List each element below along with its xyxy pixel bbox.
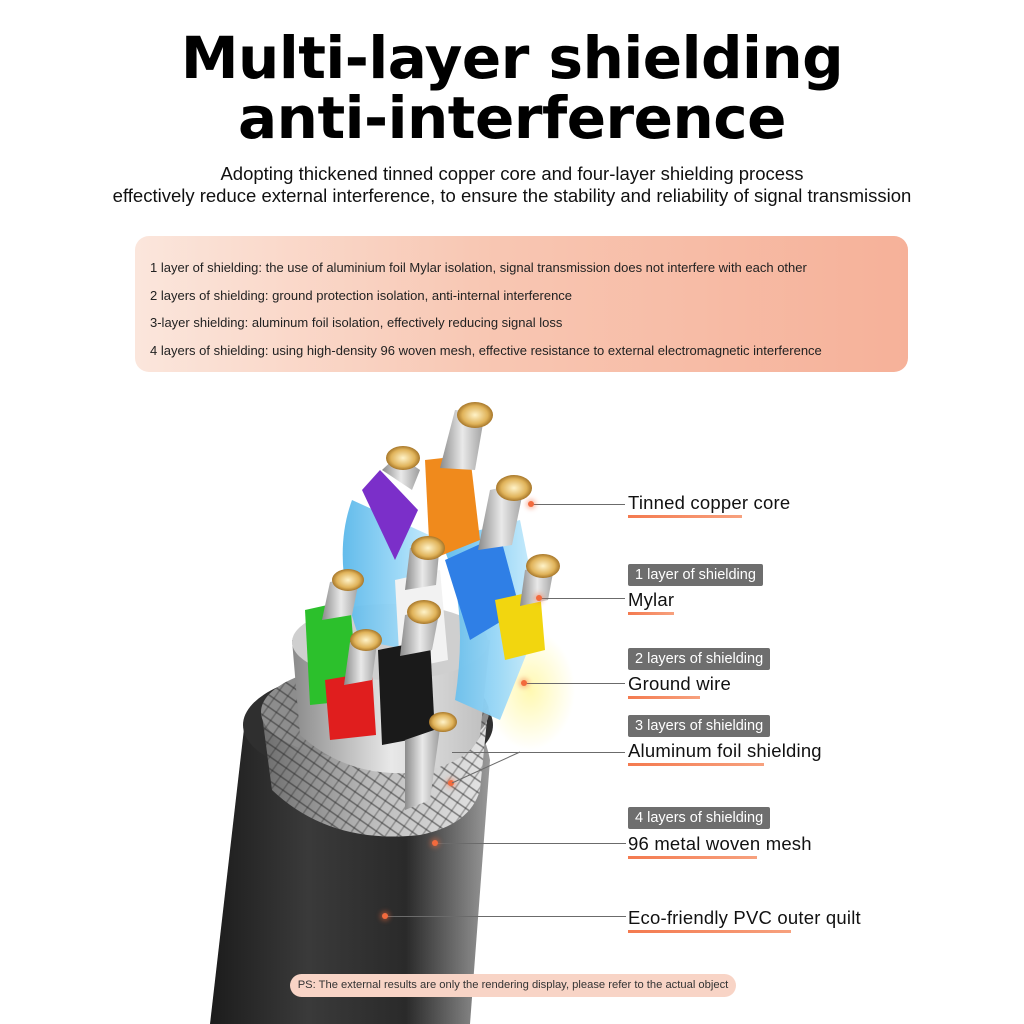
dot-mylar bbox=[536, 595, 542, 601]
info-line-layer-2: 2 layers of shielding: ground protection… bbox=[150, 287, 573, 303]
dot-ground bbox=[521, 680, 527, 686]
shielding-info-box: 1 layer of shielding: the use of alumini… bbox=[135, 236, 908, 372]
callout-aluminum-foil: Aluminum foil shielding bbox=[628, 740, 822, 766]
tag-layer-1: 1 layer of shielding bbox=[628, 564, 763, 586]
dot-core bbox=[528, 501, 534, 507]
callout-mylar-text: Mylar bbox=[628, 589, 675, 610]
callout-underline bbox=[628, 763, 764, 766]
leader-outer bbox=[386, 916, 626, 917]
disclaimer-note: PS: The external results are only the re… bbox=[290, 974, 736, 997]
callout-woven-mesh-text: 96 metal woven mesh bbox=[628, 833, 812, 854]
callout-ground-wire: Ground wire bbox=[628, 673, 731, 699]
wire-ground-bare bbox=[405, 712, 457, 810]
wire-orange bbox=[425, 402, 493, 560]
callout-underline bbox=[628, 856, 757, 859]
callout-aluminum-foil-text: Aluminum foil shielding bbox=[628, 740, 822, 761]
subtitle-line-2: effectively reduce external interference… bbox=[112, 185, 912, 206]
dot-outer bbox=[382, 913, 388, 919]
wire-purple bbox=[362, 446, 420, 560]
callout-woven-mesh: 96 metal woven mesh bbox=[628, 833, 812, 859]
info-line-layer-4: 4 layers of shielding: using high-densit… bbox=[150, 342, 822, 358]
tag-layer-2: 2 layers of shielding bbox=[628, 648, 771, 670]
callout-tinned-copper-core: Tinned copper core bbox=[628, 492, 790, 518]
page-title-line-1: Multi-layer shielding bbox=[180, 24, 844, 92]
wire-red bbox=[325, 629, 382, 740]
page-title-line-2: anti-interference bbox=[238, 84, 786, 152]
leader-foil bbox=[452, 752, 625, 753]
callout-underline bbox=[628, 696, 701, 699]
leader-core bbox=[533, 504, 625, 505]
callout-ground-wire-text: Ground wire bbox=[628, 673, 731, 694]
callout-pvc-outer-text: Eco-friendly PVC outer quilt bbox=[628, 907, 861, 928]
leader-ground bbox=[525, 683, 625, 684]
subtitle-line-1: Adopting thickened tinned copper core an… bbox=[220, 163, 804, 184]
leader-mesh bbox=[436, 843, 626, 844]
info-line-layer-3: 3-layer shielding: aluminum foil isolati… bbox=[150, 315, 563, 330]
tag-layer-4: 4 layers of shielding bbox=[628, 807, 771, 829]
wire-black bbox=[378, 600, 441, 745]
callout-pvc-outer: Eco-friendly PVC outer quilt bbox=[628, 907, 861, 933]
callout-tinned-copper-core-text: Tinned copper core bbox=[628, 492, 791, 513]
info-line-layer-1: 1 layer of shielding: the use of alumini… bbox=[150, 260, 807, 275]
callout-underline bbox=[628, 930, 791, 933]
tag-layer-3: 3 layers of shielding bbox=[628, 715, 771, 737]
callout-underline bbox=[628, 515, 742, 518]
wire-yellow bbox=[495, 554, 560, 660]
dot-foil bbox=[448, 780, 454, 786]
dot-mesh bbox=[432, 840, 438, 846]
callout-underline bbox=[628, 612, 675, 615]
callout-mylar: Mylar bbox=[628, 589, 675, 615]
leader-mylar bbox=[540, 598, 625, 599]
